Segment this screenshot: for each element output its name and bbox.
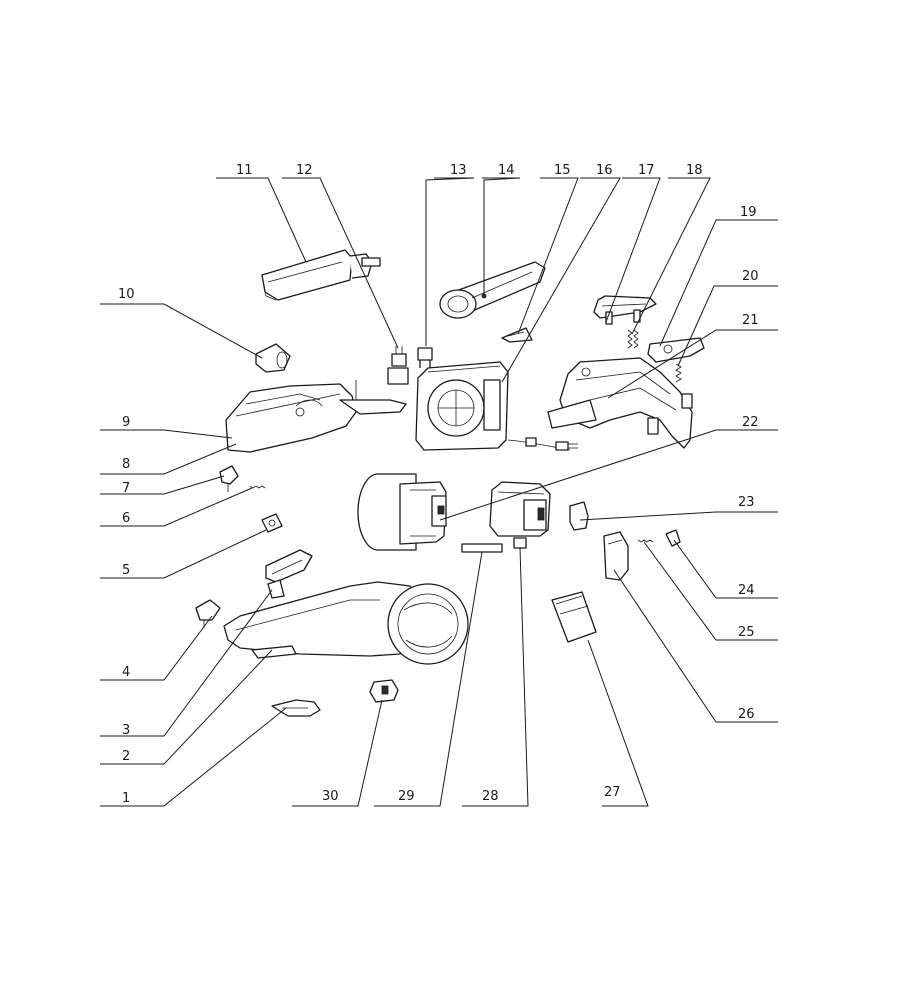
leader-25 (643, 541, 778, 641)
callout-labels: 11 12 13 14 15 16 17 18 19 20 21 22 23 2… (118, 163, 759, 806)
leader-21 (607, 329, 778, 399)
callout-1: 1 (122, 791, 130, 806)
part-26-battery-pack (603, 531, 629, 581)
part-13-connector (417, 347, 433, 368)
parts-layer (195, 249, 705, 717)
callout-13: 13 (450, 163, 467, 178)
part-12-switch (387, 346, 409, 385)
part-24-clip (665, 529, 681, 547)
leader-15 (517, 177, 579, 335)
leader-19 (659, 219, 778, 347)
callout-28: 28 (482, 789, 499, 804)
leader-2 (100, 649, 273, 765)
part-17-bracket (593, 295, 657, 325)
callout-10: 10 (118, 287, 135, 302)
callout-5: 5 (122, 563, 130, 578)
leader-8 (100, 443, 237, 475)
part-11-top-cover (261, 249, 381, 301)
callout-6: 6 (122, 511, 130, 526)
callout-14: 14 (498, 163, 515, 178)
callout-16: 16 (596, 163, 613, 178)
callout-12: 12 (296, 163, 313, 178)
callout-21: 21 (742, 313, 759, 328)
part-20-spring (675, 363, 682, 383)
callout-8: 8 (122, 457, 130, 472)
callout-27: 27 (604, 785, 621, 800)
leader-10 (100, 303, 263, 359)
part-6-spring (249, 485, 266, 489)
leader-11 (216, 177, 307, 263)
part-30-block (369, 679, 399, 703)
callout-20: 20 (742, 269, 759, 284)
callout-25: 25 (738, 625, 755, 640)
leader-17 (605, 177, 661, 323)
leader-7 (100, 475, 225, 495)
part-21-rear-housing (547, 357, 693, 449)
leader-20 (677, 285, 778, 367)
part-22-wire (507, 437, 578, 451)
part-1-nozzle-tip (271, 699, 321, 717)
callout-9: 9 (122, 415, 130, 430)
part-4-latch (195, 599, 221, 628)
leader-12 (282, 177, 399, 349)
callout-3: 3 (122, 723, 130, 738)
callout-24: 24 (738, 583, 755, 598)
part-7-hook (219, 465, 239, 492)
part-3-slider (265, 549, 313, 599)
part-14-handle-ring (439, 261, 546, 319)
leader-1 (100, 707, 287, 807)
callout-18: 18 (686, 163, 703, 178)
callout-29: 29 (398, 789, 415, 804)
callout-7: 7 (122, 481, 130, 496)
leader-6 (100, 487, 253, 527)
part-23-battery-block (489, 481, 589, 537)
part-15-clip (501, 327, 533, 343)
leader-26 (613, 569, 778, 723)
leader-9 (100, 429, 233, 439)
leader-16 (501, 177, 621, 383)
part-27-filter-pad (551, 591, 597, 643)
callout-15: 15 (554, 163, 571, 178)
leader-lines (100, 177, 778, 807)
callout-17: 17 (638, 163, 655, 178)
part-motor (357, 473, 447, 551)
callout-4: 4 (122, 665, 130, 680)
leader-5 (100, 529, 267, 579)
part-19-button-block (647, 337, 705, 363)
leader-4 (100, 615, 213, 681)
leader-18 (631, 177, 711, 335)
callout-2: 2 (122, 749, 130, 764)
callout-30: 30 (322, 789, 339, 804)
leader-28 (462, 547, 529, 807)
part-28-nut (513, 537, 527, 549)
callout-19: 19 (740, 205, 757, 220)
leader-30 (292, 699, 383, 807)
leader-23 (579, 511, 778, 521)
part-29-bar (461, 543, 503, 553)
leader-27 (587, 639, 649, 807)
leader-14 (482, 177, 521, 296)
callout-26: 26 (738, 707, 755, 722)
leader-3 (100, 589, 273, 737)
leader-24 (673, 539, 778, 599)
part-10-nozzle-plug (255, 343, 291, 373)
callout-23: 23 (738, 495, 755, 510)
leader-29 (374, 551, 483, 807)
callout-11: 11 (236, 163, 253, 178)
part-5-button (261, 513, 283, 533)
leader-22 (439, 429, 778, 521)
callout-22: 22 (742, 415, 759, 430)
leader-13 (425, 177, 475, 346)
part-16-fan-housing (415, 361, 509, 451)
part-25-spring (637, 539, 654, 543)
part-9-upper-body (225, 380, 407, 453)
part-2-lower-body (223, 581, 469, 665)
